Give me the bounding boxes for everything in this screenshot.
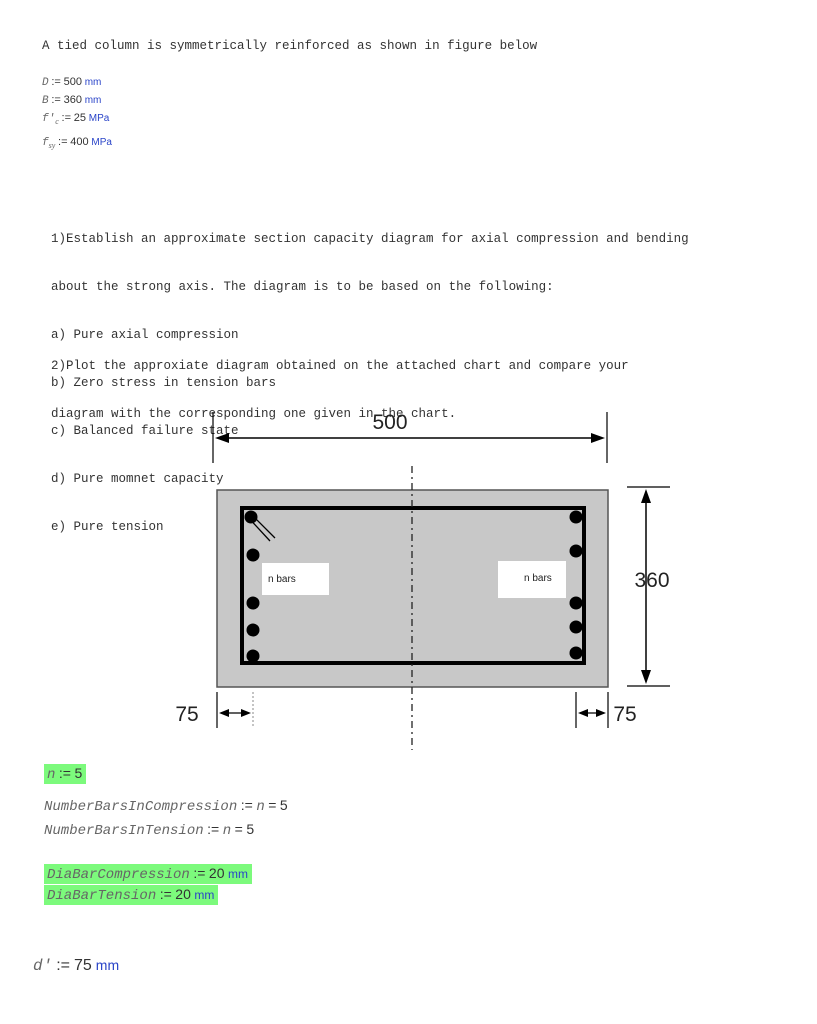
n-definition[interactable]: n := 5 — [44, 764, 87, 784]
label-right-box — [498, 561, 566, 598]
task-1-block: 1)Establish an approximate section capac… — [51, 199, 689, 551]
arrow-left-icon — [578, 709, 588, 717]
dim-cover-left-label: 75 — [175, 703, 198, 726]
arrow-up-icon — [641, 489, 651, 503]
def-fc-unit: MPa — [88, 113, 110, 124]
arrow-right-icon — [596, 709, 606, 717]
task-1-line: d) Pure momnet capacity — [51, 472, 224, 486]
def-fsy-unit: MPa — [91, 137, 112, 148]
def-fsy-symbol: f — [42, 137, 49, 149]
def-fsy-value: 400 — [70, 136, 89, 148]
def-fc-op: := — [61, 112, 71, 124]
arrow-left-icon — [219, 709, 229, 717]
arrow-right-icon — [591, 433, 605, 443]
rebar — [569, 510, 583, 524]
rebar — [569, 646, 583, 660]
def-D-op: := — [51, 76, 61, 88]
def-B[interactable]: B := 360 mm — [42, 91, 112, 109]
bars-compression-ref: n — [256, 799, 265, 815]
rebar — [569, 544, 583, 558]
def-fc-value: 25 — [73, 112, 86, 124]
bars-compression-definition[interactable]: NumberBarsInCompression := n = 5 — [44, 797, 288, 815]
tie-stirrup — [240, 506, 586, 665]
n-op: := — [58, 765, 71, 781]
task-2-line: 2)Plot the approxiate diagram obtained o… — [51, 359, 629, 373]
n-value: 5 — [74, 765, 83, 781]
d-prime-unit: mm — [95, 957, 120, 973]
bars-compression-value: 5 — [279, 797, 288, 813]
dim-cover-right-label: 75 — [613, 703, 636, 726]
intro-text: A tied column is symmetrically reinforce… — [42, 39, 538, 53]
bars-compression-op: := — [240, 797, 253, 813]
dia-compression-symbol: DiaBarCompression — [47, 867, 190, 883]
dia-compression-value: 20 — [208, 865, 225, 881]
def-B-symbol: B — [42, 95, 49, 107]
rebar — [246, 596, 260, 610]
task-1-line: about the strong axis. The diagram is to… — [51, 280, 554, 294]
dia-tension-symbol: DiaBarTension — [47, 888, 157, 904]
d-prime-op: := — [56, 957, 70, 974]
dim-height-label: 360 — [634, 569, 669, 592]
n-symbol: n — [47, 767, 56, 783]
bars-compression-eq: = — [268, 797, 277, 813]
task-1-line: c) Balanced failure state — [51, 424, 239, 438]
def-fsy-subscript: sy — [48, 141, 56, 150]
bars-tension-symbol: NumberBarsInTension — [44, 823, 204, 839]
bars-tension-definition[interactable]: NumberBarsInTension := n = 5 — [44, 821, 254, 839]
def-D-unit: mm — [84, 77, 102, 88]
rebar — [244, 510, 258, 524]
task-2-block: 2)Plot the approxiate diagram obtained o… — [51, 326, 629, 438]
d-prime-symbol: d' — [33, 957, 53, 975]
def-fc-symbol: f' — [42, 113, 56, 125]
definitions-block: D := 500 mm B := 360 mm f'c := 25 MPa fs… — [42, 73, 112, 151]
def-fsy-op: := — [58, 136, 68, 148]
dia-tension-op: := — [159, 886, 172, 902]
arrow-left-icon — [215, 433, 229, 443]
bars-tension-value: 5 — [246, 821, 255, 837]
def-fc-subscript: c — [55, 117, 59, 126]
task-1-line: e) Pure tension — [51, 520, 164, 534]
def-D[interactable]: D := 500 mm — [42, 73, 112, 91]
dia-tension-unit: mm — [194, 888, 215, 902]
bars-tension-op: := — [207, 821, 220, 837]
def-fc[interactable]: f'c := 25 MPa — [42, 109, 112, 127]
rebar — [246, 548, 260, 562]
label-right-n-bars: n bars — [524, 573, 552, 584]
bars-tension-eq: = — [234, 821, 243, 837]
def-B-unit: mm — [84, 95, 102, 106]
rebar — [246, 649, 260, 663]
def-B-value: 360 — [63, 94, 82, 106]
def-B-op: := — [51, 94, 61, 106]
task-1-line: a) Pure axial compression — [51, 328, 239, 342]
label-left-n-bars: n bars — [268, 574, 296, 585]
dia-compression-definition[interactable]: DiaBarCompression := 20 mm — [44, 864, 252, 884]
dia-tension-definition[interactable]: DiaBarTension := 20 mm — [44, 885, 219, 905]
dia-compression-unit: mm — [227, 867, 248, 881]
rebar — [246, 623, 260, 637]
task-2-line: diagram with the corresponding one given… — [51, 407, 457, 421]
dia-compression-op: := — [193, 865, 206, 881]
rebar — [569, 596, 583, 610]
rebar — [569, 620, 583, 634]
column-section-figure: 500 n bars n bars 360 75 75 — [175, 411, 670, 750]
bars-tension-ref: n — [222, 823, 232, 839]
dim-width-label: 500 — [372, 411, 407, 434]
arrow-right-icon — [241, 709, 251, 717]
def-fsy[interactable]: fsy := 400 MPa — [42, 133, 112, 151]
label-left-box — [262, 563, 329, 595]
def-D-symbol: D — [42, 77, 49, 89]
d-prime-definition[interactable]: d' := 75 mm — [33, 957, 119, 975]
d-prime-value: 75 — [74, 957, 92, 974]
dia-tension-value: 20 — [175, 886, 191, 902]
task-1-line: 1)Establish an approximate section capac… — [51, 232, 689, 246]
arrow-down-icon — [641, 670, 651, 684]
task-1-line: b) Zero stress in tension bars — [51, 376, 277, 390]
def-D-value: 500 — [63, 76, 82, 88]
bars-compression-symbol: NumberBarsInCompression — [44, 799, 238, 815]
